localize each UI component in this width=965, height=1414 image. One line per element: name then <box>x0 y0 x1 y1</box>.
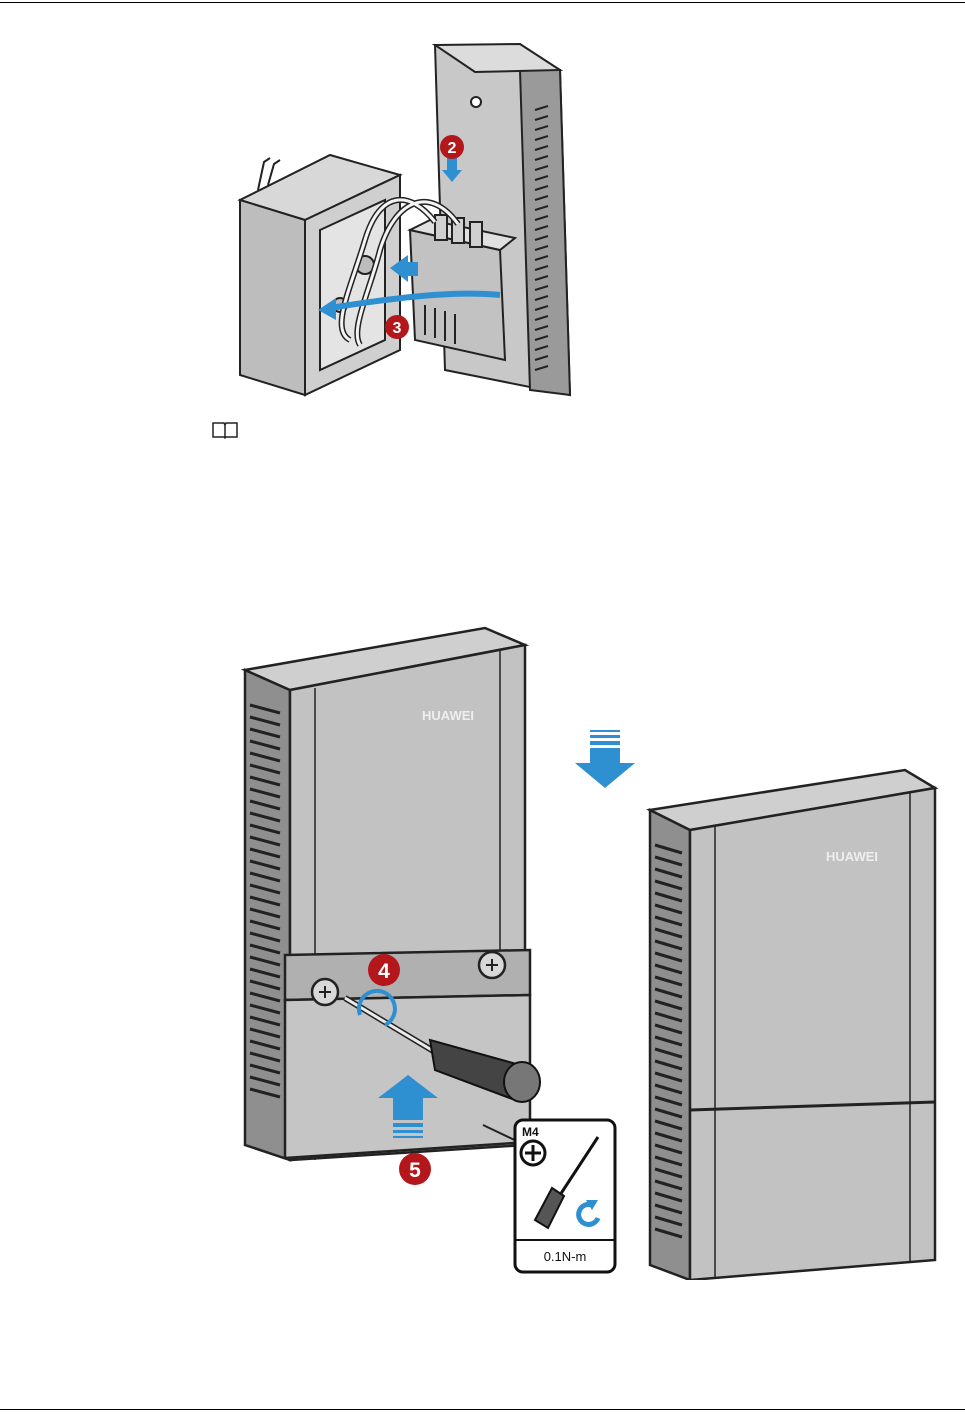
callout-2-label: 2 <box>448 140 457 157</box>
callout-2: 2 <box>440 135 464 159</box>
screw-left <box>312 979 338 1005</box>
callout-3: 3 <box>385 315 409 339</box>
torque-label: 0.1N-m <box>544 1249 587 1264</box>
screw-right <box>479 952 505 978</box>
callout-5-label: 5 <box>409 1159 421 1182</box>
ap-right: HUAWEI <box>650 770 935 1280</box>
mounting-figure: HUAWEI 4 <box>230 620 940 1280</box>
callout-4: 4 <box>368 954 400 986</box>
callout-5: 5 <box>399 1153 431 1185</box>
brand-logo-right: HUAWEI <box>826 849 878 864</box>
mount-arrow-down <box>575 730 635 788</box>
brand-logo-left: HUAWEI <box>422 708 474 723</box>
footer-rule <box>0 1409 965 1410</box>
phillips-head-icon <box>521 1141 545 1165</box>
book-note-icon <box>211 420 239 440</box>
callout-3-label: 3 <box>393 320 402 337</box>
tool-spec-inset: M4 0.1N-m <box>515 1120 615 1272</box>
ap-connector-block <box>410 215 515 360</box>
cable-routing-figure: 2 3 <box>230 40 580 400</box>
callout-4-label: 4 <box>378 960 390 983</box>
header-rule <box>0 2 965 3</box>
screw-size-label: M4 <box>522 1125 539 1139</box>
junction-box <box>240 155 400 395</box>
